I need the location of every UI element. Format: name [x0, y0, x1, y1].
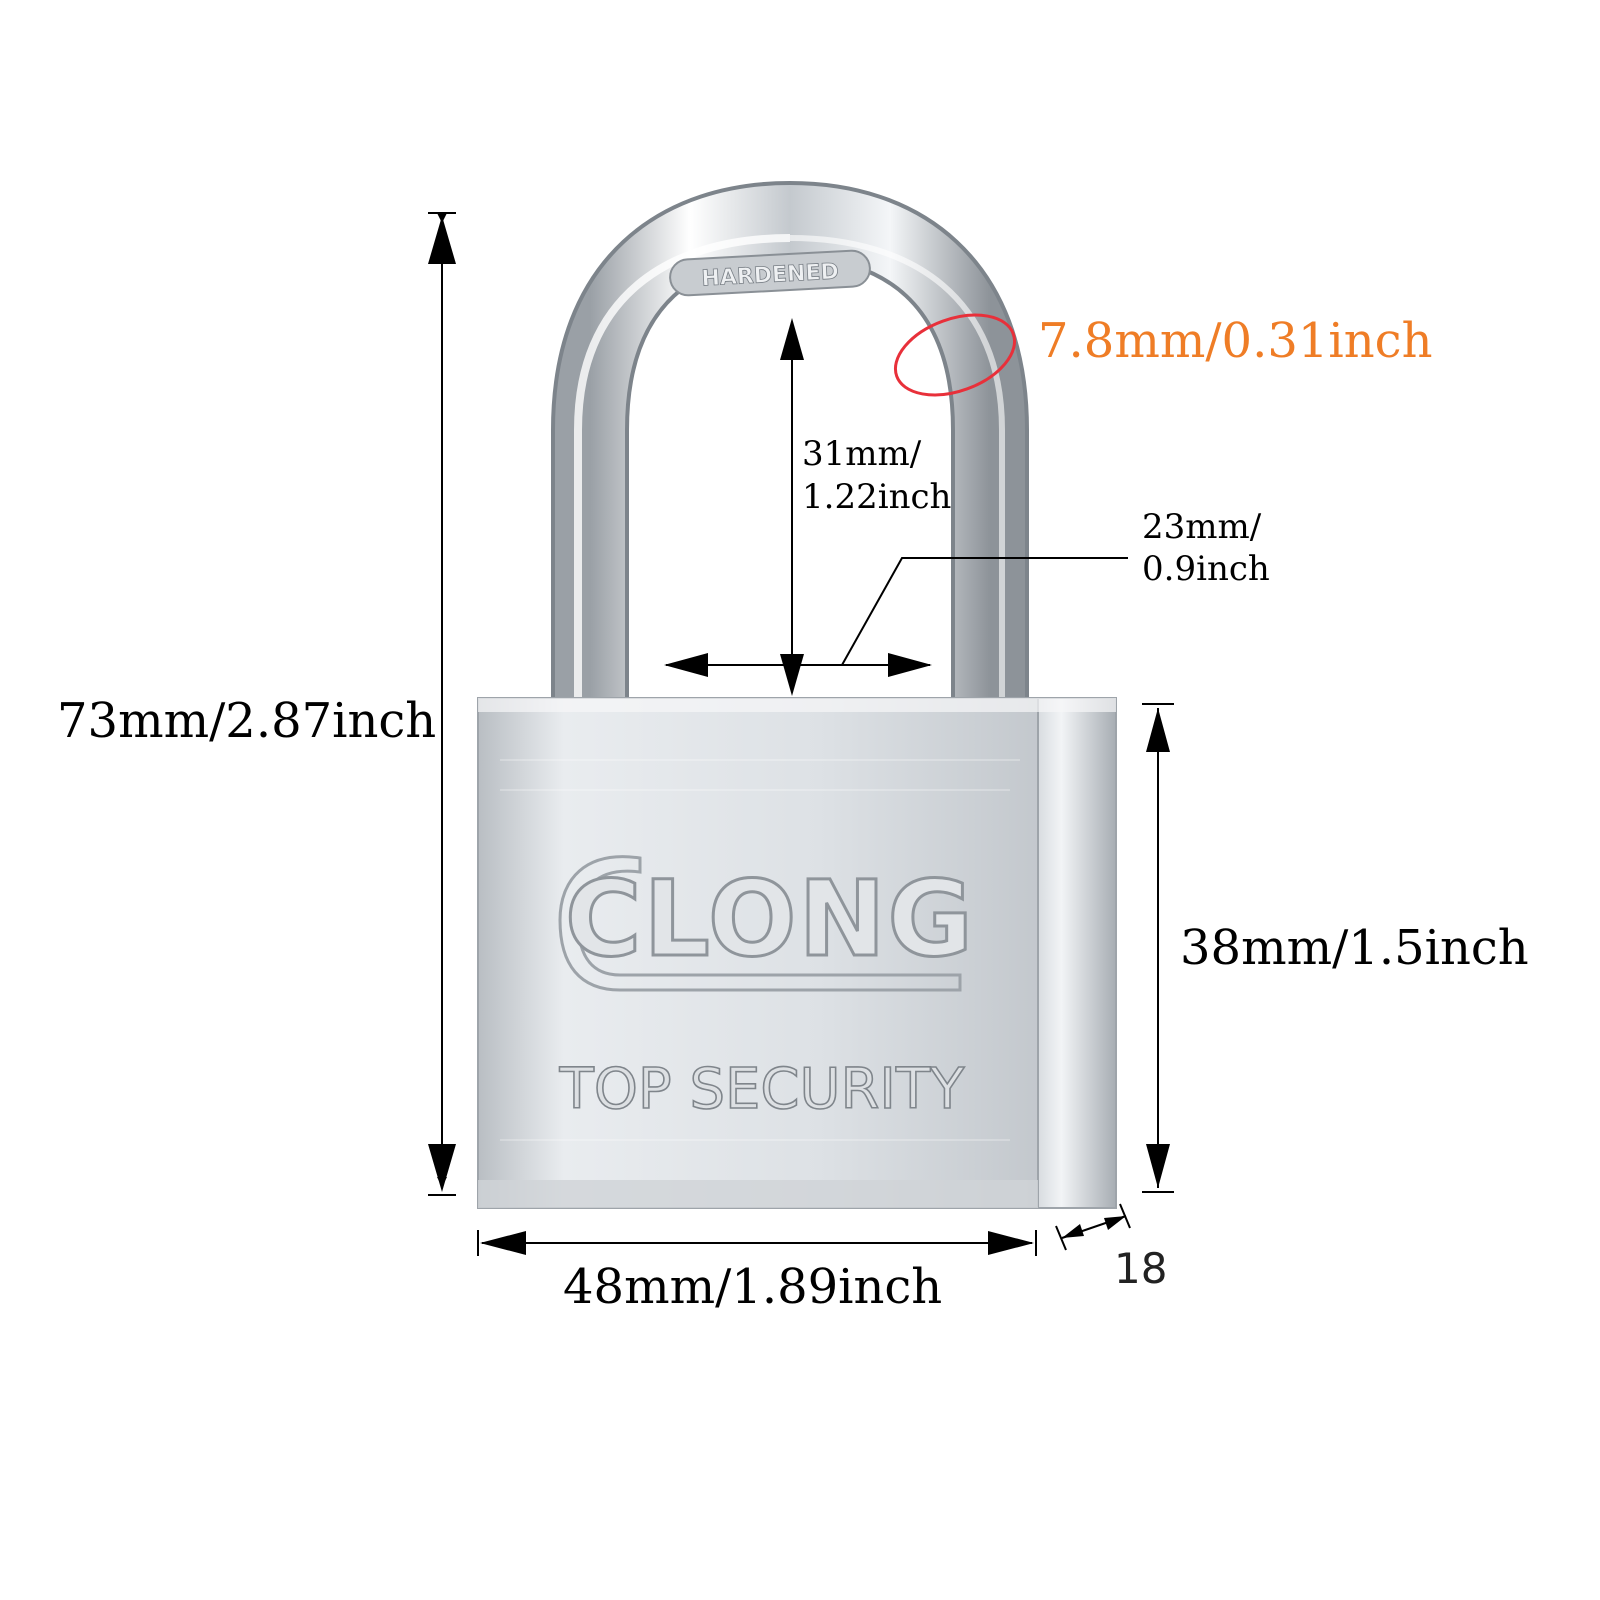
body-depth-arrow-left: [1062, 1224, 1084, 1238]
body-width-dimension: [477, 1230, 1037, 1256]
body-height-label: 38mm/1.5inch: [1180, 920, 1529, 976]
body-depth-label: 18: [1114, 1244, 1167, 1293]
brand-logo: CLONG: [558, 855, 975, 992]
total-height-dimension: [428, 212, 456, 1196]
total-height-arrow-bottom: [428, 1144, 456, 1192]
tagline: TOP SECURITY: [559, 1057, 966, 1122]
body-width-arrow-right: [988, 1231, 1034, 1255]
body-height-dimension: [1142, 703, 1174, 1193]
brand-name: CLONG: [565, 858, 975, 980]
body-height-arrow-top: [1146, 708, 1170, 752]
shackle-diameter-label: 7.8mm/0.31inch: [1038, 313, 1432, 369]
inner-width-label-1: 23mm/: [1142, 507, 1262, 547]
total-height-arrow-top: [428, 216, 456, 264]
body-width-arrow-left: [480, 1231, 526, 1255]
total-height-label: 73mm/2.87inch: [57, 693, 436, 749]
shackle-inner-width-dimension: [666, 557, 1128, 666]
inner-width-label-2: 0.9inch: [1142, 549, 1270, 589]
shackle: HARDENED: [551, 180, 1029, 700]
shackle-clearance-label-2: 1.22inch: [802, 477, 951, 517]
shackle-clearance-arrow-bottom: [780, 654, 804, 696]
lock-body: CLONG TOP SECURITY: [477, 697, 1117, 1209]
body-height-arrow-bottom: [1146, 1144, 1170, 1188]
shackle-diameter-highlight: [893, 313, 1017, 397]
body-depth-arrow-right: [1104, 1216, 1126, 1230]
shackle-stamp-plate: [669, 249, 871, 297]
shackle-clearance-arrow-top: [780, 318, 804, 360]
inner-width-arrow-right: [888, 653, 932, 677]
body-width-label: 48mm/1.89inch: [563, 1259, 942, 1315]
inner-width-arrow-left: [664, 653, 708, 677]
shackle-clearance-label-1: 31mm/: [802, 434, 922, 474]
